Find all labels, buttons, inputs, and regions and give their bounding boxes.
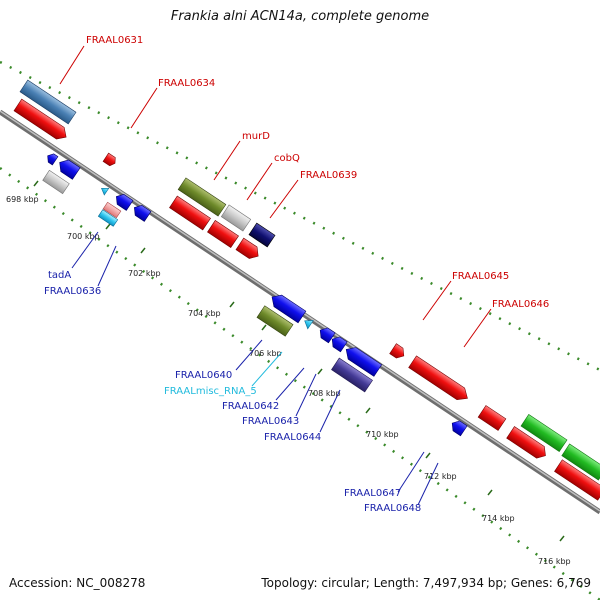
gene-label-fraal0644: FRAAL0644 — [264, 432, 321, 443]
gene-red-c[interactable] — [477, 405, 507, 431]
gene-murd[interactable] — [220, 204, 252, 232]
gene-fraal0636[interactable] — [97, 209, 119, 227]
tick-label: 712 kbp — [424, 472, 457, 481]
tick-label: 716 kbp — [538, 557, 571, 566]
label-leaders — [59, 45, 492, 506]
tick-label: 708 kbp — [308, 389, 341, 398]
gene-cobq[interactable] — [248, 222, 276, 248]
gene-label-fraal0636: FRAAL0636 — [44, 286, 101, 297]
tick-label: 698 kbp — [6, 195, 39, 204]
gene-fraal0647[interactable] — [449, 418, 468, 437]
gene-blue-left-1[interactable] — [45, 152, 59, 166]
gene-label-fraal0639: FRAAL0639 — [300, 170, 357, 181]
tick-label: 700 kbp — [67, 232, 100, 241]
gene-fraal0644[interactable] — [331, 357, 373, 393]
gene-label-murd: murD — [242, 131, 270, 142]
gene-fraal0631-red[interactable] — [13, 98, 70, 143]
gene-blue-mid-1[interactable] — [113, 192, 134, 211]
gene-green-2[interactable] — [561, 443, 600, 481]
outer-dotted-track — [0, 60, 600, 372]
gene-fraal0639[interactable] — [235, 237, 262, 262]
gene-fraal0646[interactable] — [408, 355, 472, 404]
gene-red-d[interactable] — [506, 426, 550, 462]
gene-cyan-small-1[interactable] — [99, 185, 110, 196]
tick-label: 706 kbp — [249, 349, 282, 358]
gene-fraal0640-blue[interactable] — [268, 291, 307, 324]
inner-dotted-track — [0, 166, 600, 600]
gene-label-tada: tadA — [48, 270, 71, 281]
gene-label-fraal0647: FRAAL0647 — [344, 488, 401, 499]
gene-label-fraal0640: FRAAL0640 — [175, 370, 232, 381]
gene-label-fraal0642: FRAAL0642 — [222, 401, 279, 412]
gene-label-fraal0631: FRAAL0631 — [86, 35, 143, 46]
gene-label-fraal0645: FRAAL0645 — [452, 271, 509, 282]
gene-label-cobq: cobQ — [274, 153, 300, 164]
gene-fraal0636-fwd[interactable] — [177, 177, 227, 217]
gene-fraal0642[interactable] — [317, 325, 336, 344]
genome-stats-text: Topology: circular; Length: 7,497,934 bp… — [261, 576, 591, 590]
map-title: Frankia alni ACN14a, complete genome — [170, 9, 430, 24]
gene-green-1[interactable] — [520, 413, 568, 453]
gene-fraal0643-long[interactable] — [342, 344, 383, 377]
gene-fraalmisc-rna-5[interactable] — [302, 317, 314, 330]
gene-label-fraal0643: FRAAL0643 — [242, 416, 299, 427]
gene-red-b[interactable] — [207, 219, 239, 249]
gene-fraal0643[interactable] — [329, 334, 348, 353]
gene-label-fraal0634: FRAAL0634 — [158, 78, 215, 89]
gene-fraal0634[interactable] — [102, 152, 118, 167]
accession-text: Accession: NC_008278 — [9, 576, 146, 590]
gene-label-fraal0648: FRAAL0648 — [364, 503, 421, 514]
tick-label: 704 kbp — [188, 309, 221, 318]
gene-grey-left[interactable] — [42, 169, 70, 195]
gene-red-e[interactable] — [554, 459, 600, 501]
tick-label: 714 kbp — [482, 514, 515, 523]
gene-blue-mid-2[interactable] — [131, 203, 152, 222]
gene-blue-left-2[interactable] — [56, 157, 81, 180]
tick-label: 702 kbp — [128, 269, 161, 278]
gene-tada[interactable] — [102, 201, 122, 219]
tick-marks — [33, 180, 565, 542]
gene-fraal0640[interactable] — [256, 305, 294, 337]
gene-fraal0631[interactable] — [19, 79, 77, 125]
gene-red-a[interactable] — [169, 195, 211, 231]
gene-fraal0645[interactable] — [389, 343, 407, 361]
gene-label-fraalmisc-rna-5: FRAALmisc_RNA_5 — [164, 386, 257, 397]
gene-label-fraal0646: FRAAL0646 — [492, 299, 549, 310]
tick-label: 710 kbp — [366, 430, 399, 439]
